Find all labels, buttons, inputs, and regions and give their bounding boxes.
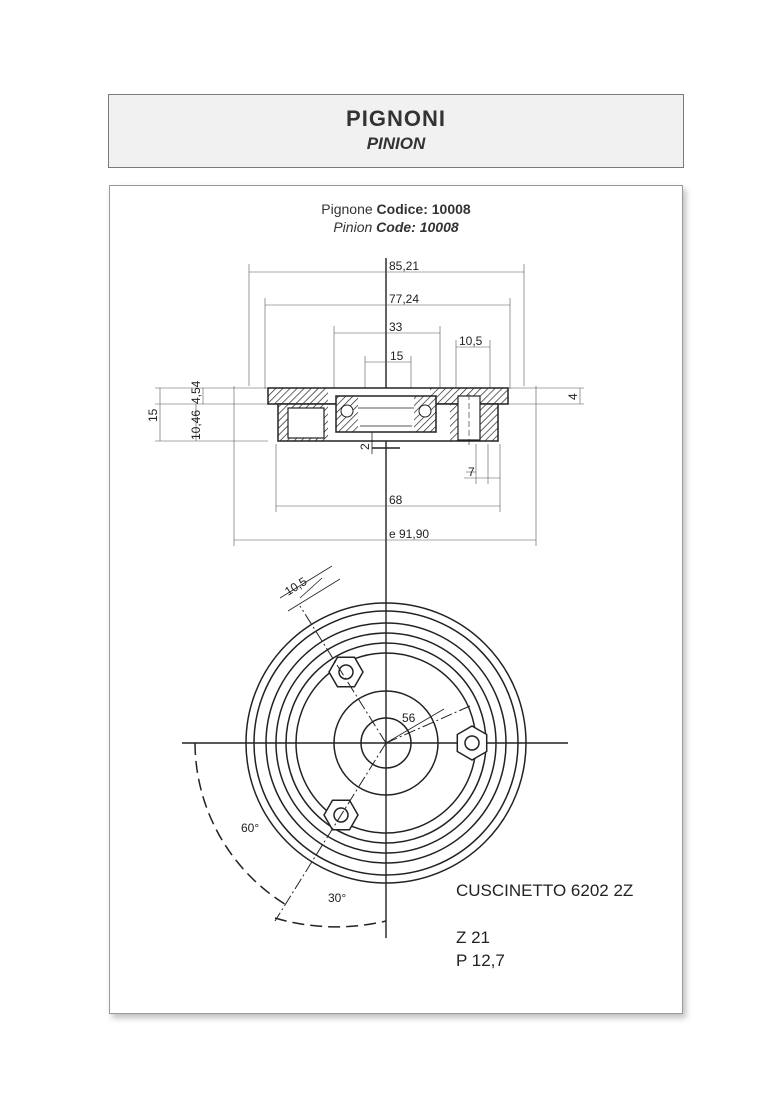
dim-33: 33 (389, 320, 403, 334)
specs-block: CUSCINETTO 6202 2Z Z 21 P 12,7 (456, 881, 633, 970)
dim-15-top: 15 (390, 349, 404, 363)
hub-ring (333, 690, 439, 796)
dim-85-21: 85,21 (389, 259, 419, 273)
angle-arc-30 (274, 917, 387, 928)
angle-30: 30° (328, 891, 346, 905)
teeth-spec: Z 21 (456, 928, 490, 947)
dim-10-46: 10,46 (189, 410, 203, 440)
code-line-english: Pinion Code: 10008 (110, 219, 682, 235)
page-subtitle: PINION (366, 134, 426, 153)
page-title: PIGNONI (346, 106, 446, 131)
technical-drawing: 85,21 77,24 33 15 10,5 4,54 10,46 15 4 2… (146, 258, 633, 970)
code-prefix-en: Pinion (333, 219, 377, 235)
front-view (182, 565, 568, 928)
dim-4-right: 4 (566, 393, 580, 400)
bolt-hex-top (328, 656, 364, 688)
code-prefix-it: Pignone (321, 201, 377, 217)
angle-arc-60 (194, 742, 289, 907)
code-label-it: Codice: 10008 (376, 201, 471, 217)
drawing-panel: Pignone Codice: 10008 Pinion Code: 10008 (109, 185, 683, 1014)
dim-77-24: 77,24 (389, 292, 419, 306)
bearing-spec: CUSCINETTO 6202 2Z (456, 881, 633, 900)
dim-68: 68 (389, 493, 403, 507)
dim-15-left: 15 (146, 408, 160, 422)
code-label-en: Code: 10008 (376, 219, 459, 235)
dim-10-5-front: 10,5 (282, 574, 310, 598)
dim-56: 56 (402, 711, 416, 725)
dim-2: 2 (358, 443, 372, 450)
pitch-spec: P 12,7 (456, 951, 505, 970)
dim-10-5: 10,5 (459, 334, 483, 348)
bolt-hex-right (456, 725, 488, 761)
dimension-texts: 85,21 77,24 33 15 10,5 4,54 10,46 15 4 2… (146, 259, 580, 905)
dimension-lines (155, 264, 584, 546)
angle-60: 60° (241, 821, 259, 835)
section-view (155, 258, 584, 938)
header-box: PIGNONI PINION (108, 94, 684, 168)
dim-7: 7 (468, 465, 475, 479)
code-line-italian: Pignone Codice: 10008 (110, 201, 682, 217)
center-bore (360, 717, 412, 769)
outer-rim (245, 602, 527, 884)
dim-91-90: e 91,90 (389, 527, 429, 541)
dim-4-54: 4,54 (189, 380, 203, 404)
